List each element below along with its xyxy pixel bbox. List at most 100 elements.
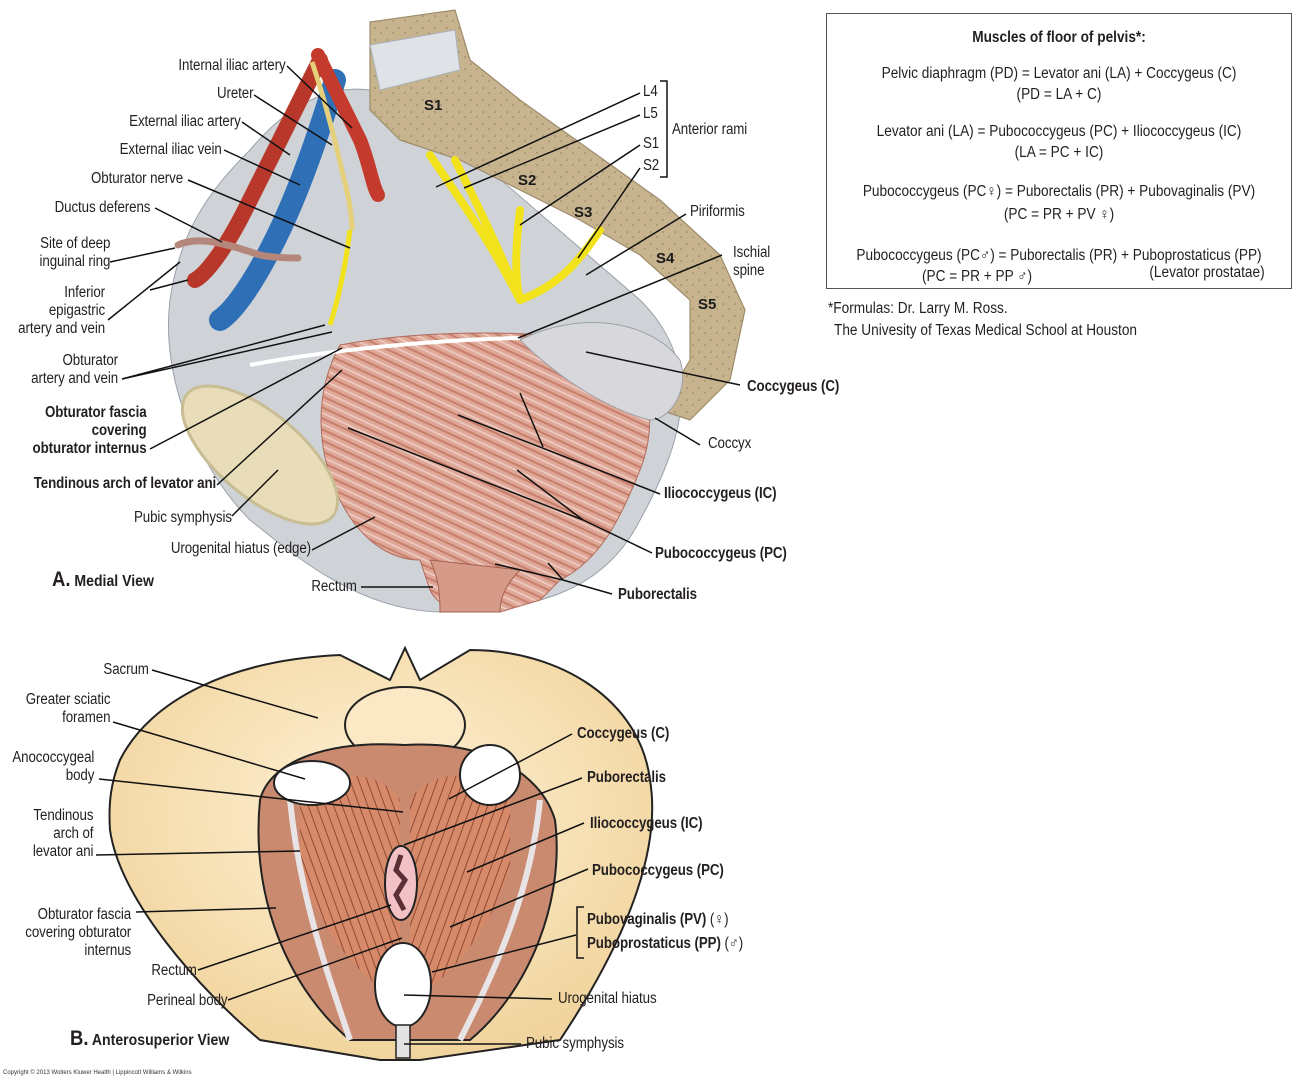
formula-line: Pubococcygeus (PC♂) = Puborectalis (PR) … bbox=[856, 247, 1262, 264]
label-line: Tendinous bbox=[32, 807, 93, 824]
leader-urogenital-hiatus-edge bbox=[311, 516, 376, 551]
leader-iliococcygeus-b bbox=[466, 822, 585, 873]
label-coccyx: Coccyx bbox=[708, 435, 752, 452]
internal-iliac-artery bbox=[311, 48, 385, 202]
label-ureter: Ureter bbox=[216, 85, 253, 102]
external-iliac-artery bbox=[187, 52, 328, 288]
leader-piriformis bbox=[585, 213, 687, 276]
label-puboprostaticus-text: Puboprostaticus (PP) bbox=[587, 935, 721, 952]
panel-letter: B. bbox=[70, 1027, 89, 1050]
segment-label-s1: S1 bbox=[424, 97, 443, 114]
label-ductus-deferens: Ductus deferens bbox=[54, 199, 150, 216]
leader-external-iliac-artery bbox=[241, 121, 291, 156]
footnote-line: *Formulas: Dr. Larry M. Ross. bbox=[828, 300, 1008, 317]
segment-label-s3: S3 bbox=[574, 204, 593, 221]
external-iliac-vein bbox=[209, 69, 346, 331]
formula-line: (PD = LA + C) bbox=[1016, 86, 1102, 103]
leader-puborectalis-b bbox=[403, 777, 583, 846]
leader-inferior-epigastric-vein bbox=[149, 279, 189, 291]
leader-pubovaginalis-b bbox=[431, 934, 577, 973]
footnote-line: The Univesity of Texas Medical School at… bbox=[834, 322, 1138, 339]
leader-ductus-deferens bbox=[154, 207, 223, 243]
formula-line: Pelvic diaphragm (PD) = Levator ani (LA)… bbox=[881, 65, 1237, 82]
leader-obturator-nerve bbox=[187, 179, 351, 249]
formula-line: (LA = PC + IC) bbox=[1014, 144, 1104, 161]
leader-pubic-symphysis bbox=[231, 469, 279, 517]
greater-sciatic-foramen-left bbox=[273, 760, 351, 806]
label-line: Greater sciatic bbox=[25, 691, 110, 708]
label-line: Obturator fascia bbox=[37, 906, 132, 923]
label-perineal-body: Perineal body bbox=[146, 992, 227, 1009]
leader-iliococcygeus-2 bbox=[519, 392, 544, 448]
tendinous-arch-line bbox=[249, 336, 521, 367]
label-ischial-spine: Ischial spine bbox=[733, 244, 770, 280]
formula-box: Muscles of floor of pelvis*: Pelvic diap… bbox=[826, 13, 1292, 289]
label-line: epigastric bbox=[48, 302, 105, 319]
label-l5: L5 bbox=[643, 105, 658, 122]
label-line: artery and vein bbox=[18, 320, 105, 337]
levator-ani-right-b bbox=[410, 776, 510, 1000]
sacrum-bone bbox=[369, 9, 746, 421]
label-pubococcygeus: Pubococcygeus (PC) bbox=[655, 545, 787, 562]
label-urogenital-hiatus-b: Urogenital hiatus bbox=[558, 990, 657, 1007]
panel-b-anterosuperior-view bbox=[108, 645, 654, 1061]
label-pubic-symphysis-b: Pubic symphysis bbox=[526, 1035, 624, 1052]
formula-note: (Levator prostatae) bbox=[1149, 264, 1265, 281]
leader-l4 bbox=[435, 92, 641, 188]
rectum-lumen bbox=[393, 854, 409, 912]
label-urogenital-hiatus-edge: Urogenital hiatus (edge) bbox=[170, 540, 311, 557]
greater-sciatic-foramen-right bbox=[459, 744, 521, 806]
label-pubovaginalis-text: Pubovaginalis (PV) bbox=[587, 911, 707, 928]
leader-coccygeus-b bbox=[448, 733, 573, 800]
panel-title-text: Medial View bbox=[74, 573, 154, 590]
label-piriformis: Piriformis bbox=[690, 203, 745, 220]
label-rectum-a: Rectum bbox=[311, 578, 358, 595]
leader-inferior-epigastric-artery bbox=[107, 261, 181, 321]
pubic-symphysis-b bbox=[395, 1024, 411, 1059]
segment-label-s5: S5 bbox=[698, 296, 717, 313]
label-anococcygeal-body: Anococcygeal body bbox=[12, 749, 94, 785]
label-line: covering bbox=[92, 422, 147, 439]
label-line: Ischial bbox=[733, 244, 771, 261]
leader-urogenital-hiatus-b bbox=[403, 994, 553, 1000]
leader-obturator-vein bbox=[121, 331, 333, 380]
pubic-symphysis-bone bbox=[180, 384, 340, 526]
label-line: internus bbox=[84, 942, 131, 959]
segment-label-s2: S2 bbox=[518, 172, 537, 189]
leader-iliococcygeus bbox=[457, 414, 661, 495]
label-l4: L4 bbox=[643, 83, 658, 100]
panel-a-title: A. Medial View bbox=[52, 568, 154, 592]
label-obturator-fascia-b: Obturator fascia covering obturator inte… bbox=[25, 906, 131, 960]
coccygeus-muscle bbox=[519, 322, 684, 421]
label-puborectalis: Puborectalis bbox=[618, 586, 697, 603]
anterior-rami-bracket bbox=[660, 80, 668, 178]
obturator-nerve-vessel bbox=[327, 229, 353, 326]
label-coccygeus: Coccygeus (C) bbox=[747, 378, 840, 395]
levator-ani-left-b bbox=[300, 776, 400, 1000]
label-rectum-b: Rectum bbox=[151, 962, 198, 979]
formula-line: (PC = PR + PV ♀) bbox=[1003, 206, 1115, 223]
leader-coccygeus bbox=[585, 351, 741, 386]
label-line: body bbox=[65, 767, 94, 784]
leader-greater-sciatic-foramen bbox=[112, 721, 306, 780]
label-external-iliac-vein: External iliac vein bbox=[119, 141, 222, 158]
label-pubovaginalis: Pubovaginalis (PV) (♀) bbox=[587, 911, 729, 929]
label-obturator-artery-vein: Obturator artery and vein bbox=[31, 352, 118, 388]
sacral-plexus-nerves bbox=[426, 151, 604, 304]
label-line: Obturator fascia bbox=[45, 404, 147, 421]
label-sacrum-b: Sacrum bbox=[103, 661, 150, 678]
label-line: Anococcygeal bbox=[12, 749, 94, 766]
label-s1-ramus: S1 bbox=[643, 135, 660, 152]
leader-pubococcygeus-b bbox=[449, 868, 589, 928]
leader-obturator-artery bbox=[121, 324, 326, 380]
leader-s1 bbox=[519, 144, 641, 226]
panel-letter: A. bbox=[52, 568, 71, 591]
label-pubococcygeus-b: Pubococcygeus (PC) bbox=[592, 862, 724, 879]
segment-label-s4: S4 bbox=[656, 250, 675, 267]
label-coccygeus-b: Coccygeus (C) bbox=[577, 725, 670, 742]
label-tendinous-arch-b: Tendinous arch of levator ani bbox=[32, 807, 93, 861]
label-line: Inferior bbox=[64, 284, 105, 301]
label-internal-iliac-artery: Internal iliac artery bbox=[178, 57, 286, 74]
label-anterior-rami: Anterior rami bbox=[672, 121, 748, 138]
